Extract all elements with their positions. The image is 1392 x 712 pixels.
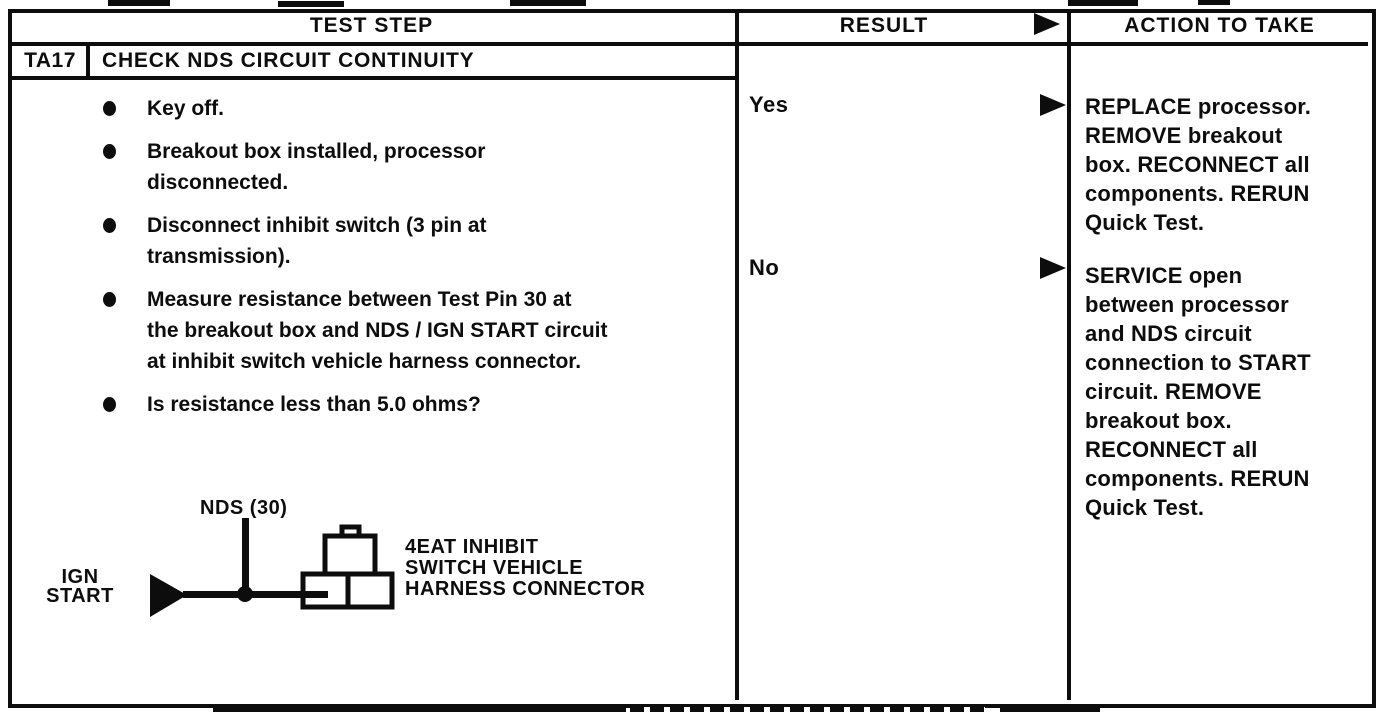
- circuit-diagram: [150, 518, 395, 617]
- scan-artifact: [278, 1, 344, 7]
- bullet-icon: [103, 101, 116, 116]
- bullet-text: Is resistance less than 5.0 ohms?: [147, 393, 481, 416]
- result-arrow-icon: [1040, 257, 1066, 279]
- scan-artifact: [1000, 707, 1100, 712]
- wire-junction-dot: [237, 586, 253, 602]
- column-header-result: RESULT: [839, 14, 929, 37]
- scan-artifact: [108, 0, 170, 6]
- result-arrow-icon: [1040, 94, 1066, 116]
- bullet-icon: [103, 144, 116, 159]
- test-id-divider: [86, 45, 90, 80]
- test-id-row-border: [8, 45, 735, 80]
- bullet-text: Measure resistance between Test Pin 30 a…: [147, 288, 608, 373]
- list-item: Key off.: [103, 93, 747, 124]
- column-divider-result: [735, 9, 739, 700]
- connector-label: 4EAT INHIBIT SWITCH VEHICLE HARNESS CONN…: [405, 536, 646, 600]
- scan-artifact: [630, 707, 985, 712]
- wire-horizontal: [183, 591, 328, 598]
- scan-artifact: [1068, 0, 1138, 6]
- column-header-test-step: TEST STEP: [309, 14, 434, 37]
- source-label-ign-start: IGN START: [46, 566, 114, 607]
- result-label: No: [749, 255, 780, 280]
- column-divider-action: [1067, 9, 1071, 700]
- scan-artifact: [510, 0, 586, 6]
- list-item: Measure resistance between Test Pin 30 a…: [103, 284, 747, 377]
- bullet-text: Disconnect inhibit switch (3 pin at tran…: [147, 214, 487, 268]
- list-item: Is resistance less than 5.0 ohms?: [103, 389, 747, 420]
- scan-artifact: [1198, 0, 1230, 5]
- bullet-icon: [103, 218, 116, 233]
- test-id: TA17: [24, 49, 76, 72]
- scan-artifact: [213, 706, 626, 712]
- bullet-icon: [103, 292, 116, 307]
- column-header-action: ACTION TO TAKE: [1124, 14, 1315, 37]
- wire-nds-vertical: [242, 518, 249, 596]
- wire-label-nds: NDS (30): [200, 497, 288, 519]
- result-header-arrow-icon: [1034, 13, 1060, 35]
- action-text-yes: REPLACE processor. REMOVE breakout box. …: [1085, 94, 1312, 235]
- bullet-icon: [103, 397, 116, 412]
- connector-upper-shape: [322, 533, 378, 577]
- header-underline: [8, 42, 1368, 46]
- table-outer-border: [8, 9, 1376, 708]
- bullet-text: Key off.: [147, 97, 225, 120]
- test-step-list: Key off. Breakout box installed, process…: [103, 93, 747, 432]
- result-label: Yes: [749, 92, 789, 117]
- result-row-no: No: [749, 255, 1066, 281]
- bullet-text: Breakout box installed, processor discon…: [147, 140, 486, 194]
- ign-start-arrow-icon: [150, 574, 187, 617]
- list-item: Breakout box installed, processor discon…: [103, 136, 747, 198]
- list-item: Disconnect inhibit switch (3 pin at tran…: [103, 210, 747, 272]
- test-title: CHECK NDS CIRCUIT CONTINUITY: [102, 49, 475, 72]
- result-row-yes: Yes: [749, 92, 1066, 118]
- action-text-no: SERVICE open between processor and NDS c…: [1085, 263, 1311, 520]
